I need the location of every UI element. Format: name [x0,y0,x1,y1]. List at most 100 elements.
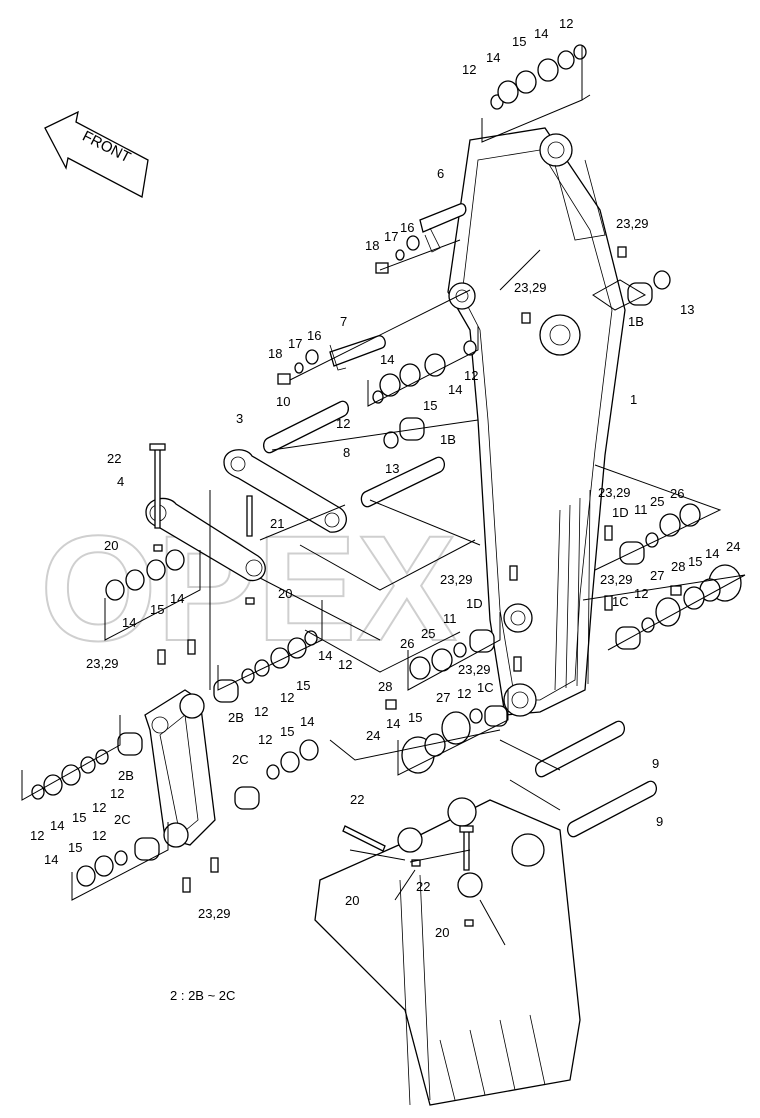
label-part-14: 14 [380,352,394,367]
label-part-6: 6 [437,166,444,181]
label-part-26: 26 [400,636,414,651]
label-part-14: 14 [122,615,136,630]
label-part-14: 14 [448,382,462,397]
label-part-28: 28 [671,559,685,574]
label-part-12: 12 [92,828,106,843]
label-part-14: 14 [486,50,500,65]
label-part-1B: 1B [440,432,456,447]
label-part-15: 15 [512,34,526,49]
label-part-14: 14 [170,591,184,606]
label-part-4: 4 [117,474,124,489]
label-part-2C: 2C [232,752,249,767]
label-part-3: 3 [236,411,243,426]
label-part-15: 15 [296,678,310,693]
label-part-21: 21 [270,516,284,531]
label-part-13: 13 [680,302,694,317]
label-part-23-29: 23,29 [514,280,547,295]
leader-lines [21,45,746,946]
label-part-9: 9 [652,756,659,771]
label-part-20: 20 [435,925,449,940]
front-arrow-icon: FRONT [44,110,149,198]
label-part-16: 16 [400,220,414,235]
label-part-14: 14 [386,716,400,731]
label-part-22: 22 [107,451,121,466]
link-3 [223,449,347,533]
label-part-12: 12 [559,16,573,31]
label-part-1C: 1C [612,594,629,609]
label-part-14: 14 [44,852,58,867]
label-part-23-29: 23,29 [616,216,649,231]
label-part-1B: 1B [628,314,644,329]
label-part-2C: 2C [114,812,131,827]
label-part-22: 22 [350,792,364,807]
pin-6 [419,203,467,253]
label-part-17: 17 [288,336,302,351]
label-part-9: 9 [656,814,663,829]
label-part-11: 11 [443,611,457,626]
label-part-14: 14 [705,546,719,561]
label-part-28: 28 [378,679,392,694]
link-2 [144,689,216,848]
label-part-24: 24 [366,728,380,743]
label-part-12: 12 [280,690,294,705]
label-part-12: 12 [464,368,478,383]
label-part-12: 12 [30,828,44,843]
label-part-1C: 1C [477,680,494,695]
label-part-15: 15 [408,710,422,725]
label-part-23-29: 23,29 [440,572,473,587]
label-part-12: 12 [110,786,124,801]
label-part-27: 27 [436,690,450,705]
arm-assembly [447,127,626,717]
label-part-14: 14 [300,714,314,729]
label-part-2B: 2B [228,710,244,725]
label-part-23-29: 23,29 [198,906,231,921]
label-part-12: 12 [462,62,476,77]
label-part-25: 25 [650,494,664,509]
label-part-14: 14 [318,648,332,663]
label-part-10: 10 [276,394,290,409]
label-part-20: 20 [104,538,118,553]
label-part-15: 15 [68,840,82,855]
legend-text: 2 : 2B ~ 2C [170,988,235,1003]
pin-9b [566,780,658,838]
label-part-11: 11 [634,502,648,517]
label-part-12: 12 [338,657,352,672]
label-part-12: 12 [258,732,272,747]
label-part-12: 12 [254,704,268,719]
pin-7 [329,335,386,371]
label-part-12: 12 [336,416,350,431]
label-part-12: 12 [457,686,471,701]
label-part-23-29: 23,29 [86,656,119,671]
label-part-2B: 2B [118,768,134,783]
part-labels: 12 14 15 14 12 6 16 17 18 23,29 23,29 13… [30,16,740,940]
label-part-12: 12 [634,586,648,601]
pin-8 [360,456,446,508]
label-part-20: 20 [278,586,292,601]
label-part-15: 15 [280,724,294,739]
washers [31,44,742,887]
label-part-12: 12 [92,800,106,815]
label-part-1D: 1D [466,596,483,611]
pins [262,203,658,838]
label-part-15: 15 [423,398,437,413]
label-part-16: 16 [307,328,321,343]
label-part-23-29: 23,29 [598,485,631,500]
label-part-15: 15 [688,554,702,569]
label-part-17: 17 [384,229,398,244]
label-part-24: 24 [726,539,740,554]
label-part-15: 15 [72,810,86,825]
bucket [314,797,581,1106]
label-part-14: 14 [534,26,548,41]
label-part-13: 13 [385,461,399,476]
pin-9a [534,720,626,778]
label-part-18: 18 [365,238,379,253]
label-part-27: 27 [650,568,664,583]
label-part-7: 7 [340,314,347,329]
label-part-14: 14 [50,818,64,833]
label-part-23-29: 23,29 [458,662,491,677]
label-part-25: 25 [421,626,435,641]
label-part-1: 1 [630,392,637,407]
label-part-15: 15 [150,602,164,617]
